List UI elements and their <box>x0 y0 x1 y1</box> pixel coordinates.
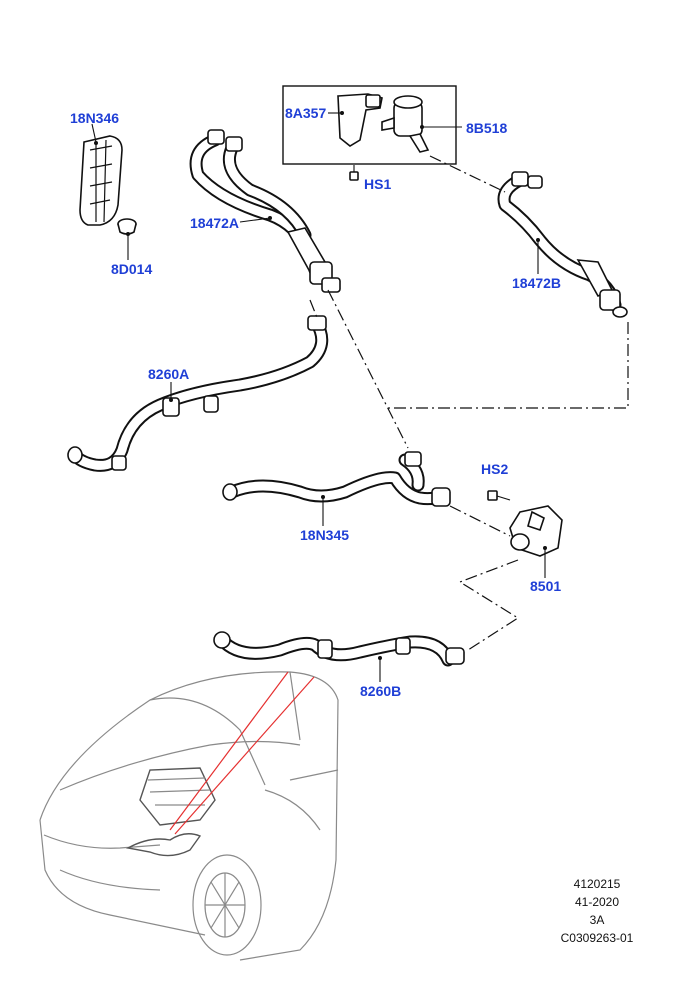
callout-8A357: 8A357 <box>285 105 326 121</box>
part-18N346-bracket <box>79 135 123 226</box>
callout-18472A: 18472A <box>190 215 239 231</box>
info-line-1: 4120215 <box>574 877 621 891</box>
part-8B518-pump <box>381 95 430 153</box>
callout-HS1: HS1 <box>364 176 391 192</box>
callout-8260B: 8260B <box>360 683 401 699</box>
hose-18N345 <box>222 451 451 507</box>
callout-18N346: 18N346 <box>70 110 119 126</box>
assembly-box <box>282 85 457 165</box>
hose-18472B <box>497 171 628 318</box>
part-8A357-bracket <box>337 93 383 147</box>
callout-8260A: 8260A <box>148 366 189 382</box>
callout-HS2: HS2 <box>481 461 508 477</box>
info-line-3: 3A <box>590 913 605 927</box>
callout-18N345: 18N345 <box>300 527 349 543</box>
part-8501-pump <box>509 505 563 557</box>
hose-8260A <box>67 315 329 472</box>
callout-8501: 8501 <box>530 578 561 594</box>
callout-8B518: 8B518 <box>466 120 507 136</box>
callout-18472B: 18472B <box>512 275 561 291</box>
connection-lines <box>309 155 629 651</box>
part-8D014-grommet <box>117 218 137 235</box>
part-HS2-bolt <box>487 490 511 501</box>
hose-18472A <box>189 129 341 293</box>
leader-lines <box>91 111 547 682</box>
vehicle-overview <box>39 671 339 961</box>
info-line-4: C0309263-01 <box>561 931 634 945</box>
info-line-2: 41-2020 <box>575 895 619 909</box>
hose-8260B <box>213 631 465 667</box>
callout-8D014: 8D014 <box>111 261 152 277</box>
part-HS1-screw <box>349 165 359 181</box>
